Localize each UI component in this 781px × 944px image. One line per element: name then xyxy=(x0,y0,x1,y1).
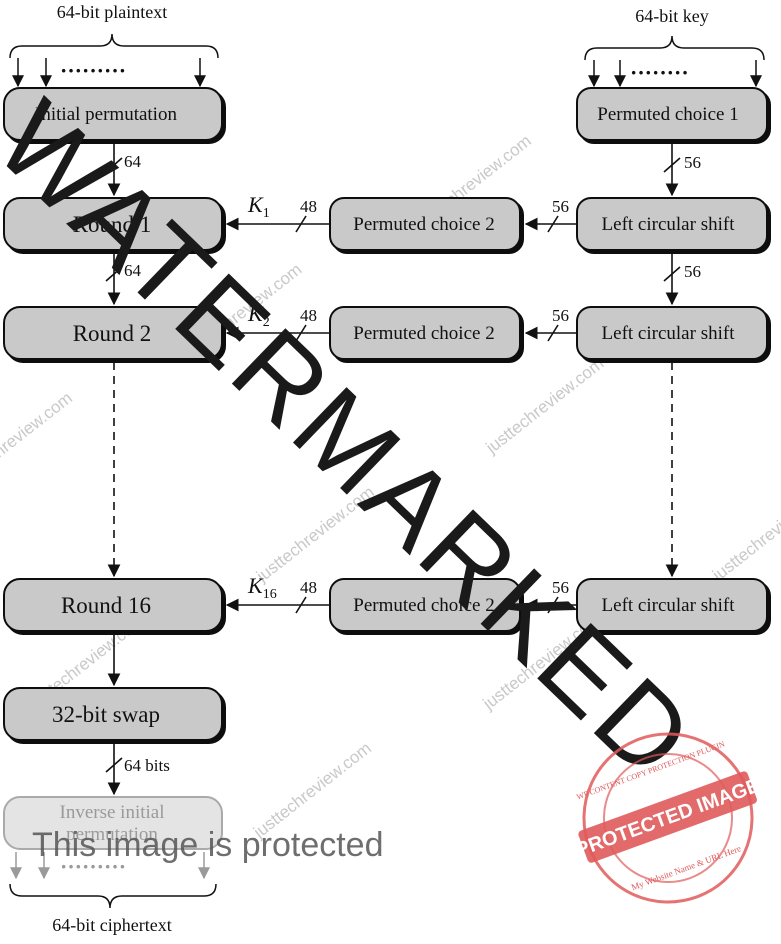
bit-width-slashes-left xyxy=(105,157,123,773)
plaintext-dots: ········· xyxy=(60,58,126,83)
key-label: 64-bit key xyxy=(635,6,709,26)
permuted-choice-1-box: Permuted choice 1 xyxy=(576,87,768,141)
width-label-shift-pc2: 56 xyxy=(552,306,569,325)
round-2-box: Round 2 xyxy=(3,306,223,360)
width-label-swap-out: 64 bits xyxy=(124,756,170,775)
subkey-label-k1: K1 xyxy=(247,192,270,221)
inverse-permutation-label-2: permutation xyxy=(66,824,158,845)
width-label-pc2-round: 48 xyxy=(300,306,317,325)
permuted-choice-2-box-2: Permuted choice 2 xyxy=(329,306,521,360)
inverse-permutation-label-1: Inverse initial xyxy=(60,802,165,823)
subkey-label-k16: K16 xyxy=(247,573,277,602)
left-shift-box-1: Left circular shift xyxy=(576,197,768,251)
stamp-bottom-text: My Website Name & URL Here xyxy=(630,843,742,892)
left-shift-label: Left circular shift xyxy=(602,595,736,616)
permuted-choice-2-label: Permuted choice 2 xyxy=(353,323,494,344)
permuted-choice-2-box-1: Permuted choice 2 xyxy=(329,197,521,251)
width-label-shift-shift: 56 xyxy=(684,262,701,281)
bit-width-slashes-horizontal xyxy=(295,215,559,614)
round-16-box: Round 16 xyxy=(3,578,223,632)
ciphertext-output-arrows xyxy=(9,852,210,880)
swap-box: 32-bit swap xyxy=(3,687,223,741)
site-watermark: justtechreview.com xyxy=(482,354,608,458)
width-label-r1-r2: 64 xyxy=(124,261,142,280)
width-label-shift-pc2: 56 xyxy=(552,197,569,216)
width-label-pc2-round: 48 xyxy=(300,578,317,597)
initial-permutation-box: Initial permutation xyxy=(3,87,223,141)
width-label-pc1-out: 56 xyxy=(684,153,701,172)
plaintext-label: 64-bit plaintext xyxy=(57,2,167,22)
key-input-arrows xyxy=(588,60,762,88)
bit-width-slashes-right xyxy=(663,157,681,282)
round-16-label: Round 16 xyxy=(61,593,151,618)
permuted-choice-2-label: Permuted choice 2 xyxy=(353,595,494,616)
ciphertext-label: 64-bit ciphertext xyxy=(52,915,171,935)
left-shift-box-2: Left circular shift xyxy=(576,306,768,360)
swap-label: 32-bit swap xyxy=(52,702,160,727)
subkey-label-k2: K2 xyxy=(247,301,270,330)
round-1-box: Round 1 xyxy=(3,197,223,251)
plaintext-brace xyxy=(9,33,219,59)
key-dots: ········ xyxy=(630,60,689,85)
subkey-arrows xyxy=(225,217,577,612)
width-label-shift-pc2: 56 xyxy=(552,578,569,597)
ciphertext-dots: ········· xyxy=(60,854,126,879)
key-brace xyxy=(584,35,765,61)
left-shift-label: Left circular shift xyxy=(602,323,736,344)
width-label-ip-r1: 64 xyxy=(124,152,142,171)
ciphertext-brace xyxy=(9,883,217,909)
protected-notice: This image is protected xyxy=(32,826,384,864)
round-2-label: Round 2 xyxy=(73,321,152,346)
site-watermark: justtechreview.com xyxy=(0,388,76,492)
initial-permutation-label: Initial permutation xyxy=(35,104,177,125)
plaintext-input-arrows xyxy=(11,58,206,88)
permuted-choice-2-box-16: Permuted choice 2 xyxy=(329,578,521,632)
permuted-choice-2-label: Permuted choice 2 xyxy=(353,214,494,235)
left-shift-label: Left circular shift xyxy=(602,214,736,235)
round-1-label: Round 1 xyxy=(73,212,152,237)
site-watermark: justtechreview.com xyxy=(708,481,781,585)
inverse-permutation-box: Inverse initial permutation xyxy=(3,796,223,850)
width-label-pc2-round: 48 xyxy=(300,197,317,216)
permuted-choice-1-label: Permuted choice 1 xyxy=(597,104,738,125)
